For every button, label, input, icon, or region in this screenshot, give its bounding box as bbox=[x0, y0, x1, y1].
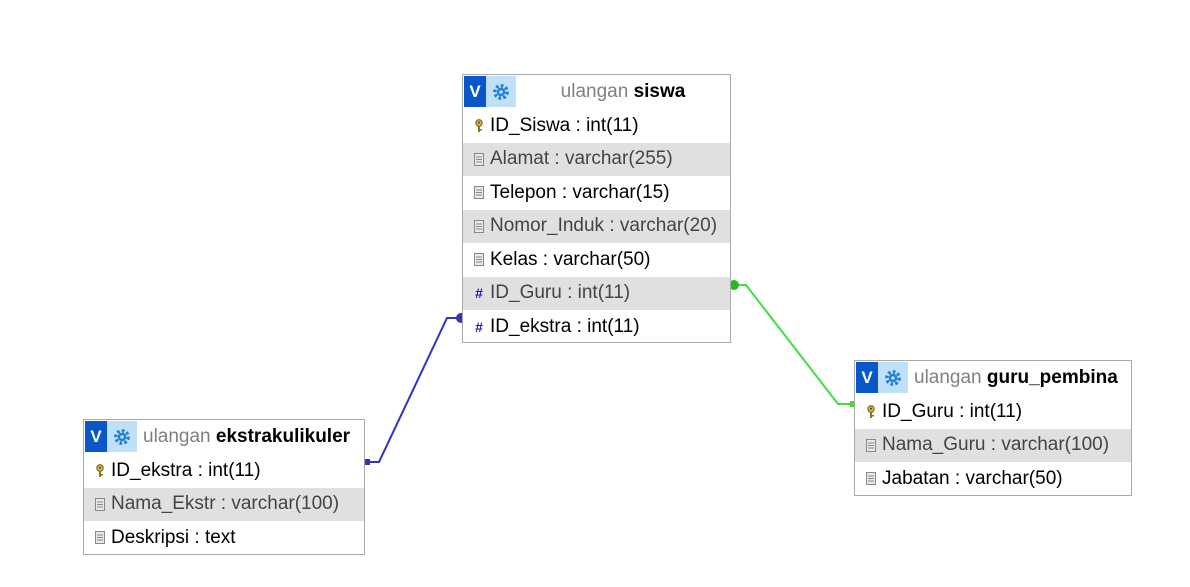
toggle-columns-button[interactable]: V bbox=[856, 362, 878, 393]
column-icon bbox=[861, 472, 881, 486]
column-row[interactable]: Jabatan : varchar(50) bbox=[855, 462, 1131, 496]
relation-line-id-guru[interactable] bbox=[732, 284, 853, 405]
table-name: siswa bbox=[633, 80, 686, 102]
column-row[interactable]: Nomor_Induk : varchar(20) bbox=[463, 209, 730, 243]
table-header: V ulangan siswa bbox=[463, 75, 730, 109]
toggle-columns-button[interactable]: V bbox=[85, 421, 107, 452]
table-name: guru_pembina bbox=[986, 366, 1118, 388]
table-title[interactable]: ulangan ekstrakulikuler bbox=[137, 426, 350, 448]
column-icon bbox=[469, 152, 489, 166]
column-row[interactable]: Nama_Ekstr : varchar(100) bbox=[84, 487, 364, 521]
column-row[interactable]: Nama_Guru : varchar(100) bbox=[855, 428, 1131, 462]
column-label: Jabatan : varchar(50) bbox=[882, 467, 1063, 489]
column-label: Alamat : varchar(255) bbox=[490, 148, 673, 170]
column-label: ID_Guru : int(11) bbox=[882, 400, 1023, 422]
column-row[interactable]: ID_Guru : int(11) bbox=[855, 395, 1131, 429]
column-icon bbox=[469, 219, 489, 233]
primary-key-icon bbox=[469, 118, 489, 133]
gear-icon bbox=[493, 83, 509, 100]
column-label: Deskripsi : text bbox=[111, 526, 236, 548]
column-label: Nomor_Induk : varchar(20) bbox=[490, 215, 718, 237]
column-label: Nama_Ekstr : varchar(100) bbox=[111, 493, 340, 515]
primary-key-icon bbox=[861, 404, 881, 419]
column-label: ID_ekstra : int(11) bbox=[111, 459, 261, 481]
table-title[interactable]: ulangan guru_pembina bbox=[908, 367, 1118, 389]
table-name: ekstrakulikuler bbox=[215, 425, 351, 447]
primary-key-icon bbox=[90, 463, 110, 478]
column-icon bbox=[469, 253, 489, 267]
column-row[interactable]: # ID_ekstra : int(11) bbox=[463, 310, 730, 344]
gear-icon bbox=[885, 369, 901, 386]
table-guru-pembina[interactable]: V ulangan guru_pembina ID_Guru : int(11)… bbox=[854, 360, 1132, 496]
column-row[interactable]: Telepon : varchar(15) bbox=[463, 176, 730, 210]
column-row[interactable]: ID_ekstra : int(11) bbox=[84, 454, 364, 488]
table-header: V ulangan ekstrakulikuler bbox=[84, 420, 364, 454]
column-row[interactable]: # ID_Guru : int(11) bbox=[463, 276, 730, 310]
table-options-button[interactable] bbox=[878, 362, 908, 393]
table-ekstrakulikuler[interactable]: V ulangan ekstrakulikuler ID_ekstra : in… bbox=[83, 419, 365, 555]
foreign-key-icon: # bbox=[475, 285, 483, 302]
table-options-button[interactable] bbox=[486, 76, 516, 107]
column-row[interactable]: ID_Siswa : int(11) bbox=[463, 109, 730, 143]
toggle-columns-button[interactable]: V bbox=[464, 76, 486, 107]
column-icon bbox=[861, 438, 881, 452]
table-siswa[interactable]: V ulangan siswa ID_Siswa : int(11) Alama… bbox=[462, 74, 731, 343]
foreign-key-icon: # bbox=[475, 318, 483, 335]
column-icon bbox=[90, 497, 110, 511]
column-row[interactable]: Kelas : varchar(50) bbox=[463, 243, 730, 277]
column-label: ID_ekstra : int(11) bbox=[490, 315, 640, 337]
column-label: ID_Siswa : int(11) bbox=[490, 114, 639, 136]
column-label: ID_Guru : int(11) bbox=[490, 282, 631, 304]
column-label: Telepon : varchar(15) bbox=[490, 181, 670, 203]
column-icon bbox=[469, 186, 489, 200]
gear-icon bbox=[114, 428, 130, 445]
table-header: V ulangan guru_pembina bbox=[855, 361, 1131, 395]
table-options-button[interactable] bbox=[107, 421, 137, 452]
column-label: Nama_Guru : varchar(100) bbox=[882, 434, 1110, 456]
relation-line-id-ekstra[interactable] bbox=[366, 317, 462, 463]
table-title[interactable]: ulangan siswa bbox=[516, 81, 730, 103]
column-icon bbox=[90, 531, 110, 545]
database-name: ulangan bbox=[143, 425, 211, 447]
database-name: ulangan bbox=[560, 80, 629, 102]
column-row[interactable]: Alamat : varchar(255) bbox=[463, 142, 730, 176]
database-name: ulangan bbox=[914, 366, 982, 388]
column-label: Kelas : varchar(50) bbox=[490, 248, 651, 270]
column-row[interactable]: Deskripsi : text bbox=[84, 521, 364, 555]
